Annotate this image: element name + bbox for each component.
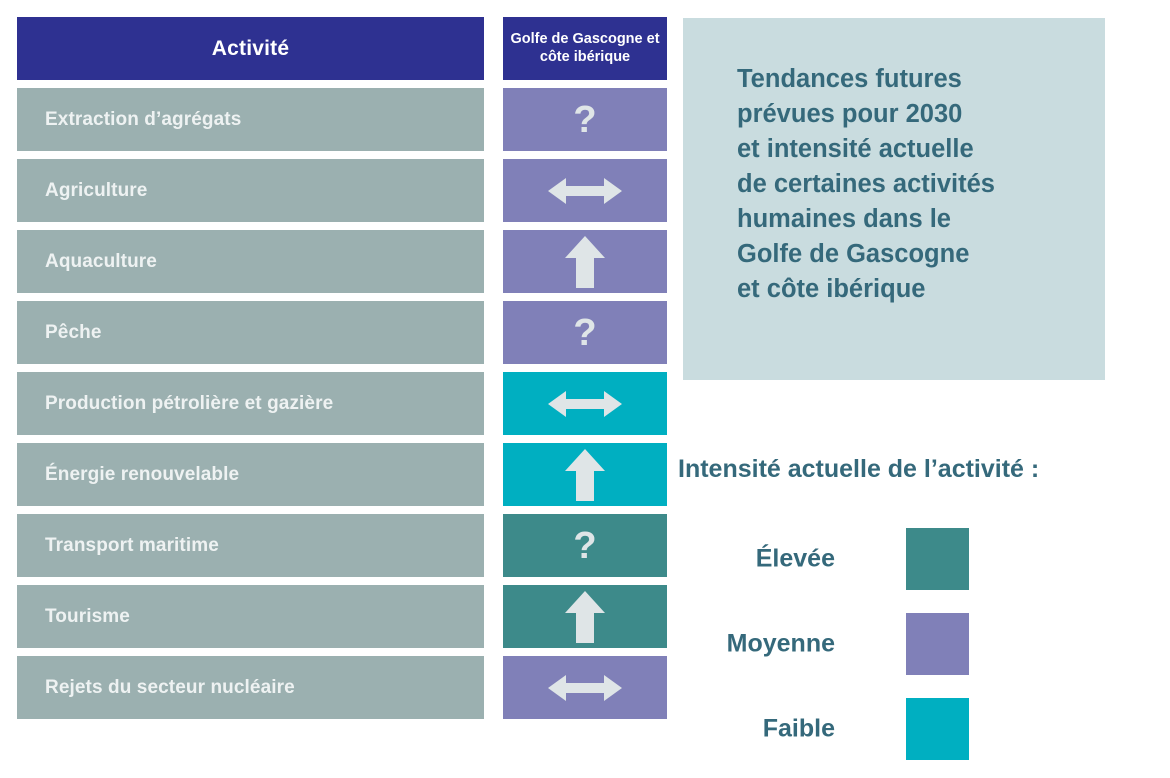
table-row: Rejets du secteur nucléaire	[17, 656, 667, 719]
activity-label: Rejets du secteur nucléaire	[45, 676, 295, 698]
activity-label: Tourisme	[45, 605, 130, 627]
legend-item-label: Élevée	[755, 544, 835, 573]
trend-cell: ?	[503, 301, 667, 364]
question-mark-icon: ?	[573, 524, 597, 567]
table-row: Agriculture	[17, 159, 667, 222]
table-row: Aquaculture	[17, 230, 667, 293]
legend-color-swatch	[906, 698, 969, 760]
table-header-row: Activité Golfe de Gascogne et côte ibéri…	[17, 17, 667, 80]
table-row: Transport maritime?	[17, 514, 667, 577]
legend-item: Élevée	[678, 528, 1008, 590]
activity-trends-table: Activité Golfe de Gascogne et côte ibéri…	[17, 17, 667, 757]
trend-cell: ?	[503, 88, 667, 151]
question-mark-icon: ?	[573, 98, 597, 141]
activity-cell: Pêche	[17, 301, 484, 364]
activity-label: Énergie renouvelable	[45, 463, 240, 485]
trend-cell	[503, 372, 667, 435]
activity-cell: Aquaculture	[17, 230, 484, 293]
activity-cell: Production pétrolière et gazière	[17, 372, 484, 435]
legend: Intensité actuelle de l’activité : Élevé…	[678, 455, 1148, 760]
legend-item-label: Moyenne	[726, 629, 835, 658]
trend-cell: ?	[503, 514, 667, 577]
arrow-up-icon	[565, 448, 605, 501]
trend-cell	[503, 230, 667, 293]
activity-label: Aquaculture	[45, 250, 157, 272]
activity-label: Transport maritime	[45, 534, 219, 556]
legend-color-swatch	[906, 528, 969, 590]
activity-cell: Extraction d’agrégats	[17, 88, 484, 151]
table-row: Énergie renouvelable	[17, 443, 667, 506]
question-mark-icon: ?	[573, 311, 597, 354]
activity-cell: Agriculture	[17, 159, 484, 222]
trend-cell	[503, 585, 667, 648]
activity-label: Pêche	[45, 321, 102, 343]
legend-item-label: Faible	[762, 714, 835, 743]
arrow-left-right-icon	[548, 674, 622, 701]
activity-label: Extraction d’agrégats	[45, 108, 242, 130]
info-panel: Tendances futures prévues pour 2030 et i…	[683, 18, 1105, 380]
activity-label: Production pétrolière et gazière	[45, 392, 334, 414]
activity-cell: Rejets du secteur nucléaire	[17, 656, 484, 719]
activity-cell: Tourisme	[17, 585, 484, 648]
header-cell-region: Golfe de Gascogne et côte ibérique	[503, 17, 667, 80]
legend-item: Faible	[678, 698, 1008, 760]
activity-label: Agriculture	[45, 179, 148, 201]
trend-cell	[503, 159, 667, 222]
legend-title: Intensité actuelle de l’activité :	[678, 455, 1040, 483]
header-region-label: Golfe de Gascogne et côte ibérique	[510, 31, 660, 65]
table-row: Production pétrolière et gazière	[17, 372, 667, 435]
trend-cell	[503, 656, 667, 719]
header-activity-label: Activité	[211, 36, 290, 60]
header-cell-activity: Activité	[17, 17, 484, 80]
arrow-left-right-icon	[548, 390, 622, 417]
trend-cell	[503, 443, 667, 506]
table-row: Tourisme	[17, 585, 667, 648]
legend-item: Moyenne	[678, 613, 1008, 675]
legend-color-swatch	[906, 613, 969, 675]
table-row: Pêche?	[17, 301, 667, 364]
activity-cell: Transport maritime	[17, 514, 484, 577]
arrow-left-right-icon	[548, 177, 622, 204]
activity-cell: Énergie renouvelable	[17, 443, 484, 506]
arrow-up-icon	[565, 590, 605, 643]
info-panel-title: Tendances futures prévues pour 2030 et i…	[737, 65, 995, 303]
table-row: Extraction d’agrégats?	[17, 88, 667, 151]
arrow-up-icon	[565, 235, 605, 288]
